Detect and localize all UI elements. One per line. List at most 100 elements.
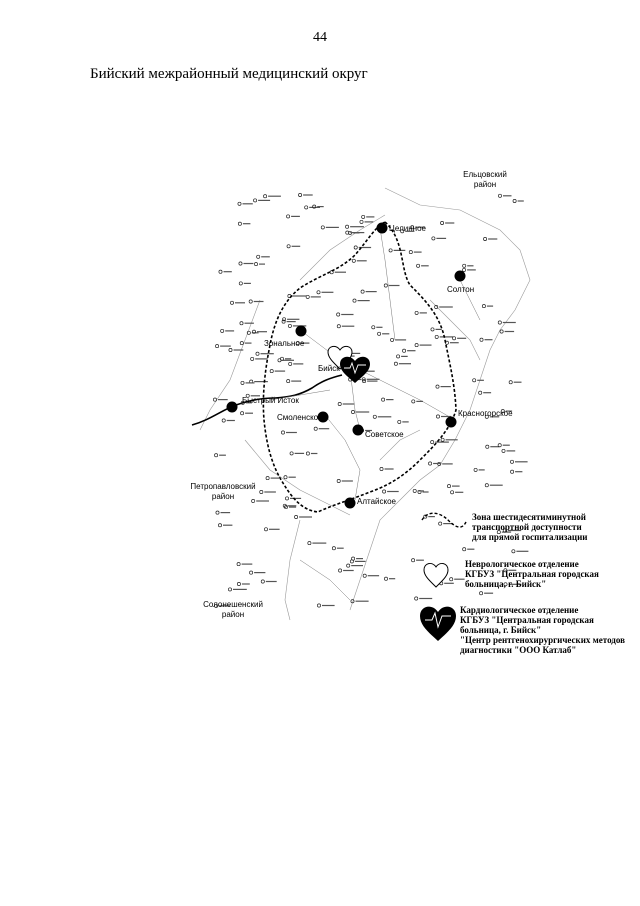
village-marker [298, 193, 303, 197]
region-label-petropavlovsky: Петропавловский район [190, 482, 256, 501]
village-marker [215, 510, 220, 515]
village-marker [388, 248, 393, 253]
village-marker [414, 343, 419, 348]
village-marker [479, 337, 484, 342]
village-marker [236, 582, 241, 586]
village-marker [345, 224, 350, 229]
village-marker [479, 591, 484, 596]
village-marker [286, 379, 291, 384]
village-marker [510, 459, 514, 464]
legend-cardio-pulse-icon [425, 611, 451, 629]
village-marker [478, 390, 483, 395]
village-marker [436, 414, 440, 419]
village-marker [285, 496, 289, 501]
village-marker [238, 281, 243, 286]
village-marker [245, 393, 250, 398]
village-marker [336, 479, 341, 483]
village-marker [317, 603, 321, 608]
village-marker [414, 596, 419, 601]
village-marker [410, 225, 415, 230]
village-marker [214, 453, 219, 458]
village-marker [248, 299, 253, 304]
roads [269, 227, 481, 601]
village-marker [510, 469, 515, 474]
village-marker [320, 225, 325, 230]
village-marker [383, 283, 388, 288]
village-marker [263, 194, 268, 199]
village-marker [498, 193, 502, 198]
village-marker [218, 269, 223, 274]
legend-cardio-heart-icon [420, 606, 456, 641]
village-marker [280, 356, 284, 361]
village-marker [450, 490, 455, 495]
village-marker [402, 348, 407, 353]
village-marker [338, 568, 343, 573]
village-marker [240, 400, 245, 405]
village-marker [220, 328, 225, 333]
village-marker [251, 499, 256, 503]
village-marker [316, 290, 321, 295]
village-marker [259, 490, 264, 494]
label-zonalnoe: Зональное [264, 339, 305, 348]
cardio-pulse-icon [344, 361, 366, 375]
village-marker [412, 488, 417, 493]
village-marker [384, 576, 388, 581]
village-marker [423, 514, 428, 519]
settlement-markers [213, 193, 529, 608]
village-marker [372, 414, 377, 419]
village-marker [449, 577, 454, 582]
village-marker [236, 562, 241, 567]
page-number: 44 [313, 30, 327, 45]
village-marker [237, 201, 242, 206]
village-marker [240, 380, 245, 385]
label-tselinnoe: Целинное [389, 224, 427, 233]
village-marker [294, 515, 299, 519]
village-marker [218, 523, 222, 528]
village-marker [213, 397, 217, 402]
village-marker [305, 451, 310, 456]
hospital-marker-sovetskoe [352, 424, 364, 436]
village-marker [361, 377, 366, 382]
village-marker [430, 440, 435, 445]
village-marker [416, 263, 421, 268]
village-marker [396, 354, 401, 359]
legend-cardio-text: Кардиологическое отделение КГБУЗ "Центра… [460, 605, 625, 655]
village-marker [379, 467, 384, 471]
village-marker [254, 262, 258, 267]
village-marker [434, 334, 439, 339]
village-marker [313, 426, 318, 431]
label-altayskoe: Алтайское [357, 497, 397, 506]
village-marker [264, 527, 268, 532]
village-marker [382, 489, 387, 494]
village-marker [502, 528, 507, 533]
hospital-marker-altayskoe [344, 497, 356, 509]
village-marker [371, 325, 376, 330]
village-marker [265, 476, 270, 481]
village-marker [414, 310, 419, 315]
village-marker [430, 327, 435, 332]
village-marker [351, 556, 356, 561]
village-marker [228, 587, 232, 592]
village-marker [484, 483, 489, 488]
hospital-marker-krasnogorskoe [445, 416, 457, 428]
legend-zone-text: Зона шестидесятиминутной транспортной до… [472, 512, 588, 542]
village-marker [411, 558, 416, 563]
village-marker [393, 361, 398, 366]
village-marker [351, 410, 355, 414]
village-marker [289, 451, 294, 456]
village-marker [484, 414, 489, 419]
village-marker [496, 530, 501, 535]
village-marker [400, 229, 405, 234]
village-marker [397, 419, 402, 424]
village-marker [390, 337, 395, 342]
village-marker [305, 294, 310, 299]
village-marker [345, 230, 350, 235]
village-marker [237, 221, 242, 226]
cardio-heart-icon [340, 356, 370, 383]
label-bystry-istok: Быстрый Исток [242, 396, 299, 405]
village-marker [256, 254, 261, 259]
village-marker [512, 199, 517, 203]
village-marker [287, 323, 292, 328]
village-marker [288, 361, 293, 366]
